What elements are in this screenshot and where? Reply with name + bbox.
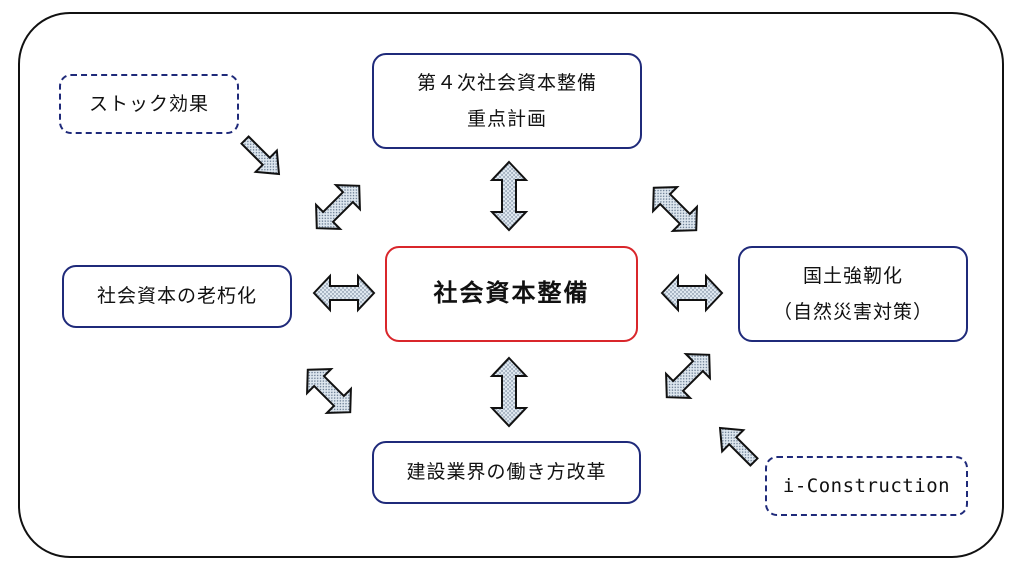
work-reform-box: 建設業界の働き方改革 (372, 441, 641, 504)
outer-frame (18, 12, 1004, 558)
resilience-line2: （自然災害対策） (772, 301, 933, 323)
aging-label: 社会資本の老朽化 (96, 285, 257, 308)
plan-title-line2: 重点計画 (466, 108, 547, 130)
double-arrow-top-right (652, 186, 698, 232)
double-arrow-bottom-right (665, 353, 711, 399)
iconstruction-box: i-Construction (765, 456, 968, 516)
double-arrow-right (660, 273, 724, 313)
stock-effect-box: ストック効果 (59, 74, 239, 134)
double-arrow-bottom-left (306, 368, 352, 414)
plan-box: 第４次社会資本整備 重点計画 (372, 53, 642, 149)
center-box: 社会資本整備 (385, 246, 638, 342)
single-arrow-stock (240, 135, 281, 176)
single-arrow-iconstruction (718, 426, 759, 467)
stock-effect-label: ストック効果 (88, 92, 209, 115)
iconstruction-label: i-Construction (782, 474, 951, 497)
plan-title-line1: 第４次社会資本整備 (416, 71, 597, 94)
double-arrow-top (489, 160, 529, 232)
double-arrow-top-left (315, 184, 361, 230)
double-arrow-left (312, 273, 376, 313)
aging-box: 社会資本の老朽化 (62, 265, 292, 328)
double-arrow-bottom (489, 356, 529, 428)
resilience-box: 国土強靭化 （自然災害対策） (738, 246, 968, 342)
work-reform-label: 建設業界の働き方改革 (406, 461, 607, 484)
resilience-line1: 国土強靭化 (802, 264, 903, 287)
center-label: 社会資本整備 (433, 279, 590, 308)
